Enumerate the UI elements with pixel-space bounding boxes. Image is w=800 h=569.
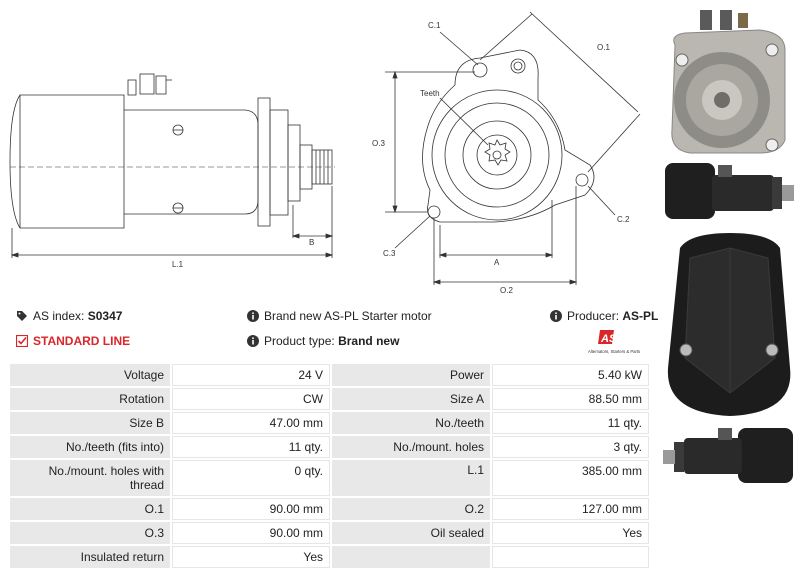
table-row: O.3 90.00 mm Oil sealed Yes bbox=[10, 522, 649, 544]
spec-value bbox=[492, 546, 649, 568]
technical-drawing: L.1 B C.1 O.1 Teeth O.3 C.2 C.3 A O.2 bbox=[9, 11, 641, 295]
spec-value: 90.00 mm bbox=[172, 498, 330, 520]
table-row: Insulated return Yes bbox=[10, 546, 649, 568]
label-teeth: Teeth bbox=[420, 89, 440, 98]
spec-label: No./teeth bbox=[332, 412, 490, 434]
spec-value: 88.50 mm bbox=[492, 388, 649, 410]
spec-label: Voltage bbox=[10, 364, 170, 386]
label-c2: C.2 bbox=[617, 215, 630, 224]
label-b: B bbox=[309, 238, 314, 247]
label-o2: O.2 bbox=[500, 286, 513, 295]
spec-value: 5.40 kW bbox=[492, 364, 649, 386]
table-row: No./mount. holes with thread 0 qty. L.1 … bbox=[10, 460, 649, 496]
product-type-value: Brand new bbox=[338, 334, 400, 348]
spec-label: No./mount. holes with thread bbox=[10, 460, 170, 496]
spec-table: Voltage 24 V Power 5.40 kW Rotation CW S… bbox=[8, 362, 651, 569]
spec-value: 3 qty. bbox=[492, 436, 649, 458]
label-a: A bbox=[494, 258, 500, 267]
brand-logo-text: AS bbox=[600, 333, 617, 345]
as-index-label: AS index: bbox=[33, 309, 85, 323]
product-description: Brand new AS-PL Starter motor bbox=[264, 309, 432, 323]
spec-label: O.2 bbox=[332, 498, 490, 520]
spec-value: 127.00 mm bbox=[492, 498, 649, 520]
label-o1: O.1 bbox=[597, 43, 610, 52]
table-row: No./teeth (fits into) 11 qty. No./mount.… bbox=[10, 436, 649, 458]
spec-value: 385.00 mm bbox=[492, 460, 649, 496]
spec-value: 11 qty. bbox=[172, 436, 330, 458]
as-index-row: AS index: S0347 bbox=[16, 309, 122, 323]
spec-label: Power bbox=[332, 364, 490, 386]
spec-value: 24 V bbox=[172, 364, 330, 386]
spec-value: Yes bbox=[172, 546, 330, 568]
product-type-label: Product type: bbox=[264, 334, 335, 348]
spec-value: CW bbox=[172, 388, 330, 410]
standard-line-row: STANDARD LINE bbox=[16, 334, 130, 348]
spec-label: Rotation bbox=[10, 388, 170, 410]
spec-value: 90.00 mm bbox=[172, 522, 330, 544]
table-row: Size B 47.00 mm No./teeth 11 qty. bbox=[10, 412, 649, 434]
spec-value: 11 qty. bbox=[492, 412, 649, 434]
table-row: Voltage 24 V Power 5.40 kW bbox=[10, 364, 649, 386]
producer-row: Producer: AS-PL bbox=[550, 309, 658, 323]
spec-label: Insulated return bbox=[10, 546, 170, 568]
description-row: Brand new AS-PL Starter motor bbox=[247, 309, 432, 323]
info-icon bbox=[247, 335, 259, 347]
product-photo-cover bbox=[667, 233, 791, 416]
spec-label bbox=[332, 546, 490, 568]
spec-label: Size A bbox=[332, 388, 490, 410]
front-flange-outline bbox=[422, 49, 595, 223]
product-type-row: Product type: Brand new bbox=[247, 334, 399, 348]
label-o3: O.3 bbox=[372, 139, 385, 148]
spec-label: Oil sealed bbox=[332, 522, 490, 544]
table-row: Rotation CW Size A 88.50 mm bbox=[10, 388, 649, 410]
motor-body-outline bbox=[9, 94, 125, 229]
producer-value: AS-PL bbox=[622, 309, 659, 323]
spec-value: 47.00 mm bbox=[172, 412, 330, 434]
solenoid-outline bbox=[124, 109, 259, 215]
as-index-value: S0347 bbox=[87, 309, 123, 323]
pinion-teeth bbox=[484, 139, 511, 166]
spec-label: L.1 bbox=[332, 460, 490, 496]
producer-label: Producer: bbox=[567, 309, 620, 323]
info-icon bbox=[550, 310, 562, 322]
spec-value: Yes bbox=[492, 522, 649, 544]
spec-label: O.1 bbox=[10, 498, 170, 520]
brand-logo-tagline: Alternators, Starters & Parts bbox=[588, 349, 640, 354]
tag-icon bbox=[17, 311, 27, 321]
brand-logo: AS Alternators, Starters & Parts bbox=[588, 330, 640, 354]
spec-label: No./mount. holes bbox=[332, 436, 490, 458]
spec-label: Size B bbox=[10, 412, 170, 434]
standard-line-label: STANDARD LINE bbox=[33, 334, 131, 348]
label-c3: C.3 bbox=[383, 249, 396, 258]
product-photo-front bbox=[671, 10, 786, 154]
info-icon bbox=[247, 310, 259, 322]
spec-value: 0 qty. bbox=[172, 460, 330, 496]
product-photo-side bbox=[665, 163, 794, 219]
spec-label: O.3 bbox=[10, 522, 170, 544]
label-l1: L.1 bbox=[172, 260, 184, 269]
checkbox-checked-icon bbox=[16, 335, 28, 347]
label-c1: C.1 bbox=[428, 21, 441, 30]
product-photo-side-rear bbox=[663, 428, 793, 483]
spec-label: No./teeth (fits into) bbox=[10, 436, 170, 458]
table-row: O.1 90.00 mm O.2 127.00 mm bbox=[10, 498, 649, 520]
